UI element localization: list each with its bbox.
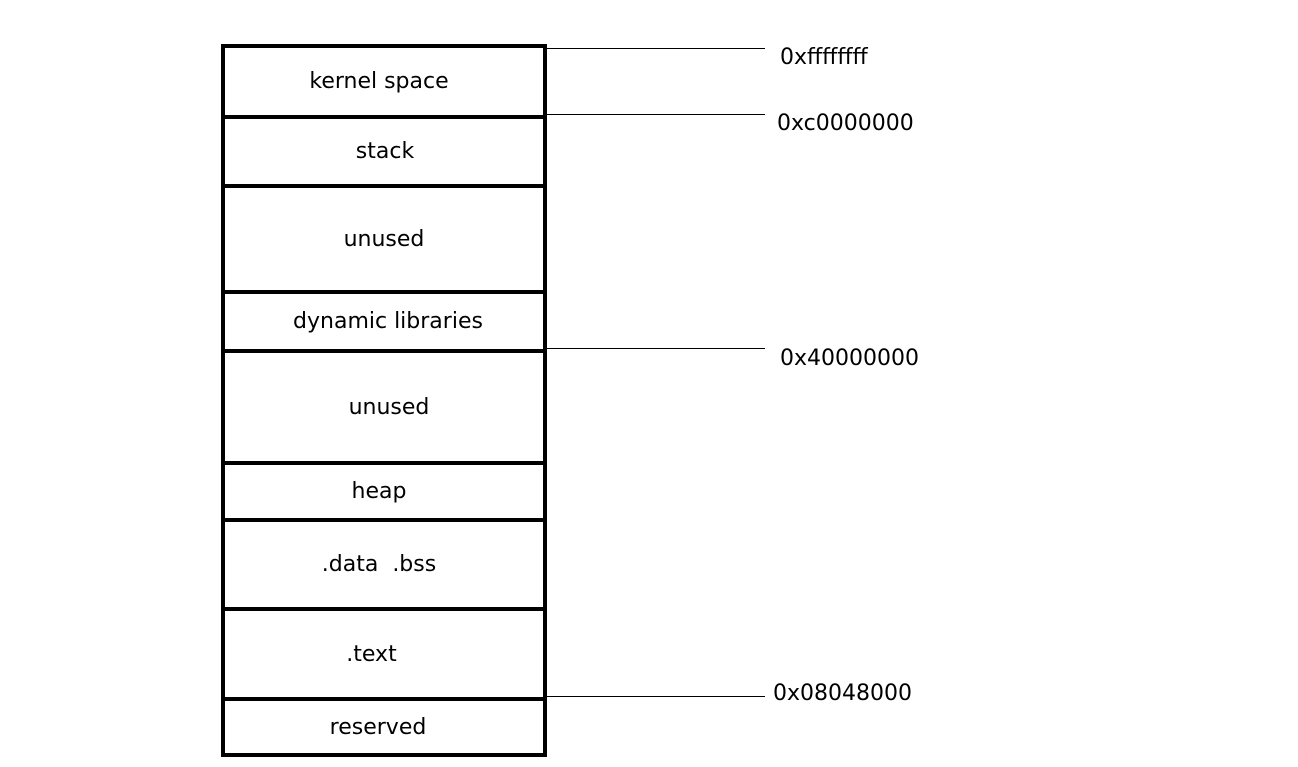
segment-label: reserved [329, 714, 427, 740]
segment-heap: heap [225, 465, 543, 522]
segment-label: unused [348, 394, 430, 420]
address-marker-line-kernel-boundary [547, 114, 765, 115]
segment-label: .data .bss [321, 552, 437, 577]
segment-label: .text [346, 641, 397, 667]
segment-data-bss: .data .bss [225, 522, 543, 611]
segment-kernel-space: kernel space [225, 48, 543, 119]
segment-label: unused [343, 226, 425, 252]
segment-unused-lower: unused [225, 353, 543, 465]
segment-label: dynamic libraries [293, 309, 483, 334]
address-marker-line-top [547, 48, 765, 49]
segment-unused-upper: unused [225, 188, 543, 294]
segment-label: kernel space [309, 69, 449, 94]
segment-dynamic-libraries: dynamic libraries [225, 294, 543, 353]
address-label-top: 0xffffffff [780, 45, 868, 70]
address-label-libraries-boundary: 0x40000000 [780, 346, 919, 371]
segment-text: .text [225, 611, 543, 701]
address-marker-line-text-start [547, 696, 765, 697]
address-marker-line-libraries-boundary [547, 348, 765, 349]
segment-stack: stack [225, 119, 543, 188]
segment-label: stack [355, 139, 415, 164]
memory-layout-diagram: kernel space stack unused dynamic librar… [221, 44, 547, 757]
segment-label: heap [351, 479, 407, 504]
segment-reserved: reserved [225, 701, 543, 753]
address-label-kernel-boundary: 0xc0000000 [777, 111, 914, 136]
address-label-text-start: 0x08048000 [773, 681, 912, 706]
